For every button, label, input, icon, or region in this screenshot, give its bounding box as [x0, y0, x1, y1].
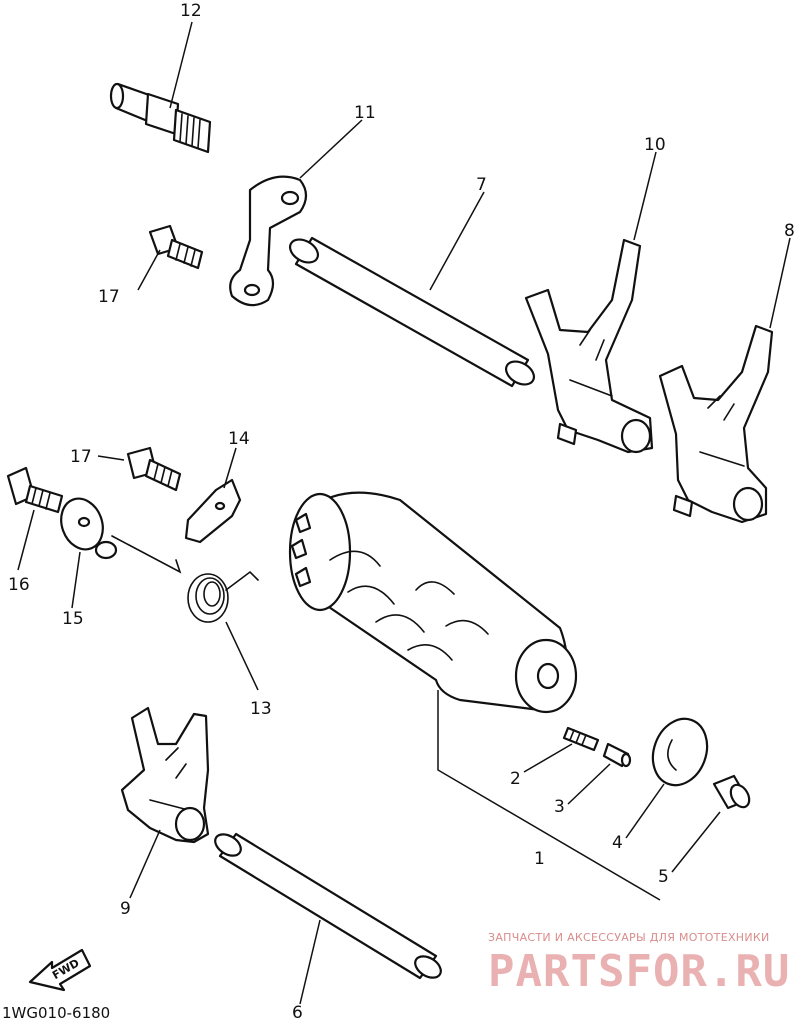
callout-4: 4	[612, 833, 623, 853]
leader-lines	[17, 21, 791, 1005]
shift-drum	[288, 491, 578, 714]
watermark-logo: PARTSFOR.RU	[488, 946, 790, 997]
callout-8: 8	[784, 221, 795, 241]
callout-17-lower: 17	[70, 447, 92, 467]
part-2-pin	[562, 726, 600, 752]
callout-16: 16	[8, 575, 30, 595]
part-3-dowel	[602, 742, 632, 768]
part-14-plate	[184, 478, 242, 544]
callout-5: 5	[658, 867, 669, 887]
part-9-shift-fork	[120, 706, 210, 844]
callout-14: 14	[228, 429, 250, 449]
callout-15: 15	[62, 609, 84, 629]
callout-2: 2	[510, 769, 521, 789]
part-17-bolt-lower	[126, 446, 182, 492]
part-4-segment-plate	[651, 717, 709, 787]
diagram-code: 1WG010-6180	[2, 1004, 110, 1022]
callout-7: 7	[476, 175, 487, 195]
callout-3: 3	[554, 797, 565, 817]
part-10-shift-fork	[524, 238, 654, 454]
callout-6: 6	[292, 1003, 303, 1022]
part-15-collar	[60, 497, 118, 560]
part-17-bolt-upper	[148, 224, 204, 270]
part-13-torsion-spring	[111, 535, 259, 623]
watermark: ЗАПЧАСТИ И АКСЕССУАРЫ ДЛЯ МОТОТЕХНИКИ PA…	[488, 931, 790, 997]
part-16-bolt	[6, 466, 64, 514]
callout-labels: 1 2 3 4 5 6 7 8 9 10 11 12 13 14 15 16 1…	[8, 1, 795, 1022]
part-12-bolt	[109, 82, 212, 154]
part-11-stopper-lever	[229, 175, 308, 307]
part-7-guide-bar	[288, 236, 536, 388]
part-8-shift-fork	[658, 324, 774, 524]
forward-direction-badge: FWD	[28, 948, 92, 992]
callout-9: 9	[120, 899, 131, 919]
part-5-screw	[712, 774, 751, 810]
callout-11: 11	[354, 103, 376, 123]
callout-12: 12	[180, 1, 202, 21]
callout-17-upper: 17	[98, 287, 120, 307]
part-6-guide-bar	[214, 832, 442, 980]
callout-10: 10	[644, 135, 666, 155]
watermark-tagline: ЗАПЧАСТИ И АКСЕССУАРЫ ДЛЯ МОТОТЕХНИКИ	[488, 931, 770, 944]
callout-13: 13	[250, 699, 272, 719]
callout-1: 1	[534, 849, 545, 869]
